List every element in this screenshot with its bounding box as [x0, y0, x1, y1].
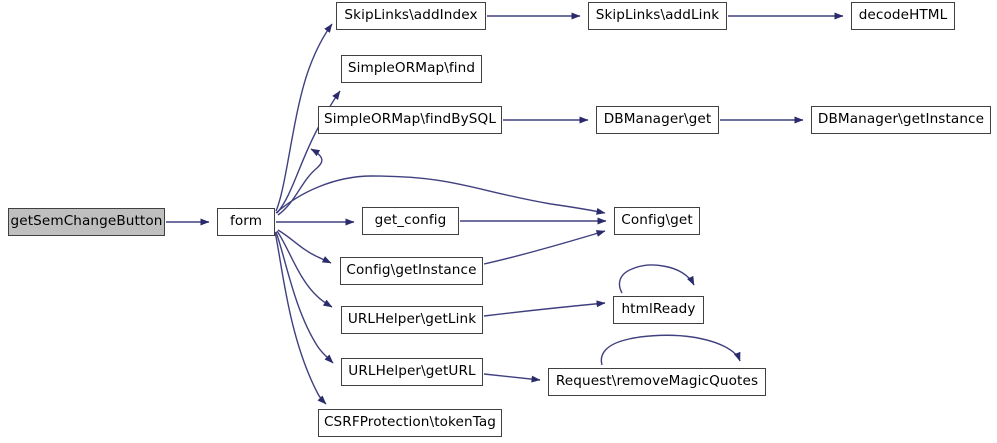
node-simpleormap_find[interactable]: SimpleORMap\find: [341, 55, 482, 83]
node-getSemChangeButton[interactable]: getSemChangeButton: [8, 208, 165, 236]
node-label: DBManager\get: [603, 111, 712, 128]
node-csrf_tokenTag[interactable]: CSRFProtection\tokenTag: [318, 409, 502, 437]
node-urlhelper_getLink[interactable]: URLHelper\getLink: [341, 306, 483, 334]
node-simpleormap_findBySQL[interactable]: SimpleORMap\findBySQL: [318, 106, 502, 134]
node-label: Request\removeMagicQuotes: [555, 373, 759, 390]
node-urlhelper_getURL[interactable]: URLHelper\getURL: [341, 358, 483, 386]
node-skiplinks_addIndex[interactable]: SkipLinks\addIndex: [336, 2, 486, 30]
edge: [274, 231, 327, 405]
node-label: get_config: [374, 212, 447, 229]
node-label: SimpleORMap\find: [347, 60, 476, 77]
edge: [483, 300, 606, 317]
edge-self-loop: [600, 334, 741, 366]
node-skiplinks_addLink[interactable]: SkipLinks\addLink: [588, 2, 727, 30]
node-label: URLHelper\getLink: [347, 311, 477, 328]
node-label: decodeHTML: [858, 7, 948, 24]
edge: [275, 231, 334, 364]
node-label: DBManager\getInstance: [817, 111, 985, 128]
edge: [483, 230, 606, 265]
node-dbmanager_getInstance[interactable]: DBManager\getInstance: [811, 106, 991, 134]
edge: [483, 373, 541, 383]
node-decodeHTML[interactable]: decodeHTML: [851, 2, 955, 30]
node-dbmanager_get[interactable]: DBManager\get: [596, 106, 719, 134]
node-label: SimpleORMap\findBySQL: [323, 111, 496, 128]
node-form[interactable]: form: [217, 208, 275, 236]
edge: [276, 230, 333, 308]
node-label: form: [229, 213, 263, 230]
node-label: SkipLinks\addLink: [595, 7, 720, 24]
node-label: URLHelper\getURL: [348, 363, 476, 380]
node-label: Config\getInstance: [346, 262, 477, 279]
node-label: getSemChangeButton: [10, 213, 163, 230]
node-label: htmlReady: [621, 301, 696, 318]
node-config_get[interactable]: Config\get: [614, 207, 700, 235]
node-request_removeMagicQuotes[interactable]: Request\removeMagicQuotes: [548, 368, 766, 396]
edge: [277, 229, 332, 264]
edge: [277, 148, 323, 216]
node-label: SkipLinks\addIndex: [344, 7, 478, 24]
node-config_getInstance[interactable]: Config\getInstance: [340, 257, 483, 285]
edge-self-loop: [618, 264, 695, 294]
node-get_config[interactable]: get_config: [362, 207, 459, 235]
node-htmlReady[interactable]: htmlReady: [613, 296, 704, 324]
node-label: CSRFProtection\tokenTag: [323, 414, 497, 431]
node-label: Config\get: [621, 212, 693, 229]
